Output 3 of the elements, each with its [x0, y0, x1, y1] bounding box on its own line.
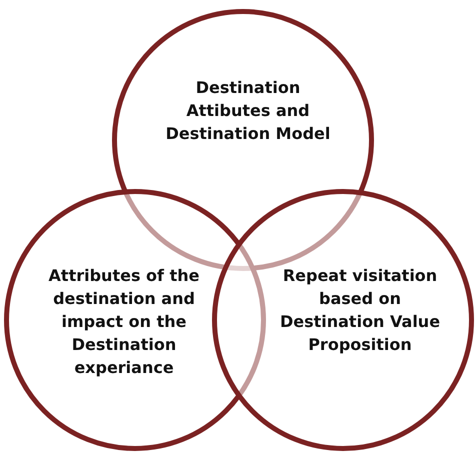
circle-label: Attributes of the destination and impact on the Destination experiance: [48, 265, 200, 379]
circle-label: Destination Attibutes and Destination Model: [164, 77, 332, 145]
circle-label: Repeat visitation based on Destination Value Proposition: [278, 265, 442, 356]
